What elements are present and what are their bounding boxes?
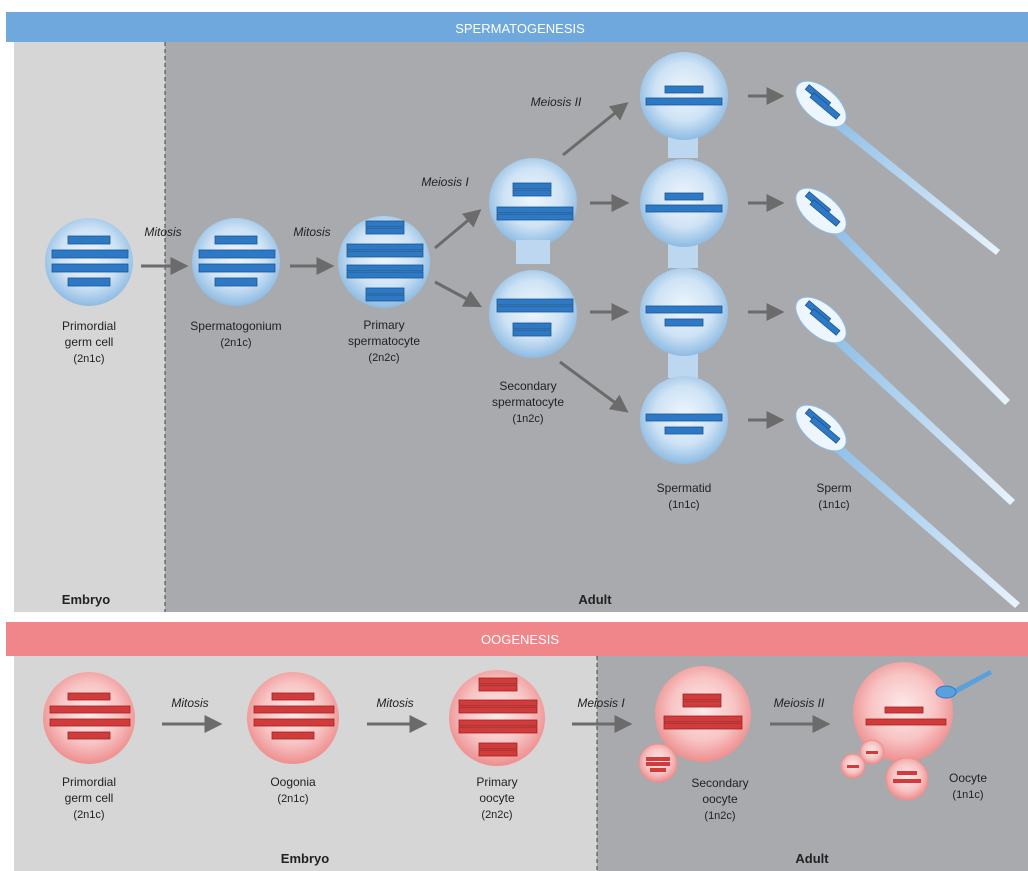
primary-oocyte-cell — [449, 670, 545, 766]
sperm-primordial-name-1: Primordial — [62, 319, 116, 333]
secondary-spermatocyte-name-1: Secondary — [499, 379, 556, 393]
secondary-spermatocyte-name-2: spermatocyte — [492, 395, 564, 409]
oogenesis-section: OOGENESIS Embryo Adult Mitosis Mitosis M… — [6, 622, 1028, 871]
oo-primordial-cell — [43, 672, 135, 764]
sperm-meiosis1-arrow-down — [434, 280, 482, 308]
primary-oocyte-name-2: oocyte — [479, 791, 515, 805]
oogonia-cell — [247, 672, 339, 764]
oo-meiosis2-label: Meiosis II — [774, 696, 825, 710]
sperm-adult-label: Adult — [578, 592, 612, 607]
secondary-oocyte-cell — [655, 666, 751, 762]
spermatogonium-name: Spermatogonium — [190, 319, 281, 333]
secondary-spermatocyte-top-cell — [489, 158, 577, 246]
sperm-adult-panel — [165, 42, 1028, 612]
primary-spermatocyte-name-2: spermatocyte — [348, 334, 420, 348]
primary-spermatocyte-ploidy: (2n2c) — [368, 352, 399, 364]
spermatogenesis-banner — [6, 12, 1028, 42]
oo-meiosis1-label: Meiosis I — [577, 696, 625, 710]
primary-oocyte-ploidy: (2n2c) — [481, 809, 512, 821]
oo-primordial-name-1: Primordial — [62, 775, 116, 789]
oo-primordial-name-2: germ cell — [65, 791, 114, 805]
oogonia-name: Oogonia — [270, 775, 316, 789]
secondary-spermatocyte-bridge — [516, 240, 550, 264]
sperm-cell-4 — [795, 404, 1020, 608]
secondary-oocyte-name-2: oocyte — [702, 792, 738, 806]
spermatid-ploidy: (1n1c) — [668, 499, 699, 511]
oogonia-ploidy: (2n1c) — [277, 793, 308, 805]
sperm-name: Sperm — [816, 481, 851, 495]
secondary-spermatocyte-bottom-cell — [489, 270, 577, 358]
sperm-meiosis2-arrow-1 — [562, 102, 629, 157]
spermatid-cell-2 — [640, 159, 728, 247]
first-polar-body — [638, 743, 678, 783]
spermatid-cell-3 — [640, 268, 728, 356]
sperm-cell-3 — [795, 296, 1015, 505]
sperm-cell-2 — [795, 187, 1010, 405]
sperm-meiosis2-arrow-4 — [559, 360, 629, 413]
sperm-embryo-label: Embryo — [62, 592, 110, 607]
sperm-embryo-panel — [14, 42, 165, 612]
primary-spermatocyte-cell — [338, 216, 430, 308]
sperm-primordial-name-2: germ cell — [65, 335, 114, 349]
spermatogonium-cell — [192, 218, 280, 306]
secondary-spermatocyte-ploidy: (1n2c) — [512, 413, 543, 425]
spermatogenesis-section: SPERMATOGENESIS Embryo Adult Mitosis Mit… — [6, 12, 1028, 612]
spermatid-cell-1 — [640, 52, 728, 140]
oo-primordial-ploidy: (2n1c) — [73, 809, 104, 821]
oocyte-name: Oocyte — [949, 771, 987, 785]
oo-mitosis-label-1: Mitosis — [171, 696, 208, 710]
oogenesis-banner — [6, 622, 1028, 656]
spermatid-name: Spermatid — [657, 481, 712, 495]
spermatogenesis-title: SPERMATOGENESIS — [455, 21, 585, 36]
oogenesis-title: OOGENESIS — [481, 632, 559, 647]
secondary-oocyte-ploidy: (1n2c) — [704, 810, 735, 822]
spermatogonium-ploidy: (2n1c) — [220, 337, 251, 349]
primary-spermatocyte-name-1: Primary — [363, 318, 404, 332]
sperm-mitosis-label-2: Mitosis — [293, 225, 330, 239]
primary-oocyte-name-1: Primary — [476, 775, 517, 789]
secondary-oocyte-name-1: Secondary — [691, 776, 748, 790]
fertilizing-sperm — [935, 670, 992, 699]
spermatid-cell-4 — [640, 376, 728, 464]
sperm-meiosis2-label: Meiosis II — [531, 95, 582, 109]
oo-adult-label: Adult — [795, 851, 829, 866]
sperm-meiosis1-label: Meiosis I — [421, 175, 469, 189]
oo-mitosis-label-2: Mitosis — [376, 696, 413, 710]
sperm-meiosis1-arrow-up — [434, 209, 482, 250]
oo-embryo-label: Embryo — [281, 851, 329, 866]
sperm-primordial-cell — [45, 218, 133, 306]
sperm-cell-1 — [795, 80, 1000, 255]
sperm-mitosis-label-1: Mitosis — [144, 225, 181, 239]
polar-bodies — [840, 739, 929, 801]
sperm-primordial-ploidy: (2n1c) — [73, 353, 104, 365]
oocyte-ploidy: (1n1c) — [952, 789, 983, 801]
oocyte-cell — [853, 662, 953, 762]
sperm-ploidy: (1n1c) — [818, 499, 849, 511]
